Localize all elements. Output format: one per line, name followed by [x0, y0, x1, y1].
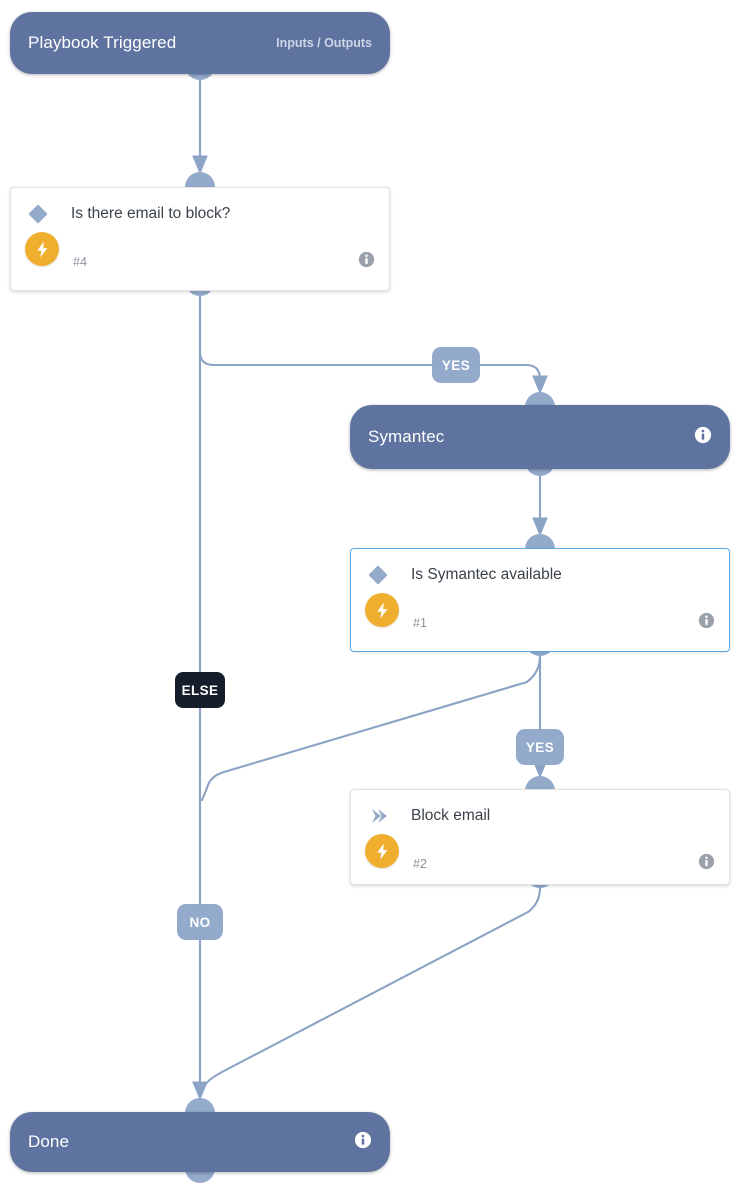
card-task-number: #1	[413, 616, 427, 630]
connector-label-no[interactable]: NO	[177, 904, 223, 940]
connector-label-else[interactable]: ELSE	[175, 672, 225, 708]
connector-label-yes-email[interactable]: YES	[432, 347, 480, 383]
port-symantec-in	[525, 392, 555, 407]
node-playbook-triggered[interactable]: Playbook Triggered Inputs / Outputs	[10, 12, 390, 74]
info-icon[interactable]	[694, 426, 712, 449]
lightning-bolt-icon	[25, 232, 59, 266]
info-icon[interactable]	[354, 1131, 372, 1154]
wire-yes-to-symantec	[478, 363, 548, 395]
symantec-title: Symantec	[368, 427, 445, 446]
port-condition-symantec-in	[525, 534, 555, 549]
lightning-bolt-icon	[365, 593, 399, 627]
inputs-outputs-link[interactable]: Inputs / Outputs	[276, 36, 372, 50]
card-footer-row: #1	[351, 593, 729, 645]
card-task-number: #2	[413, 857, 427, 871]
info-icon[interactable]	[358, 251, 375, 273]
node-block-email[interactable]: Block email #2	[350, 789, 730, 885]
card-header-row: Is there email to block?	[11, 188, 389, 240]
diamond-icon	[365, 562, 391, 588]
node-done[interactable]: Done	[10, 1112, 390, 1172]
port-condition-email-in	[185, 172, 215, 187]
port-block-email-in	[525, 776, 555, 791]
card-header-row: Block email	[351, 790, 729, 842]
card-footer-row: #2	[351, 834, 729, 886]
connector-label-text: NO	[189, 914, 211, 930]
card-title: Is Symantec available	[411, 566, 562, 583]
connector-label-yes-symantec[interactable]: YES	[516, 729, 564, 765]
card-footer-row: #4	[11, 232, 389, 284]
wire-condition-symantec-else	[200, 654, 542, 802]
wire-block-email-to-done	[203, 886, 542, 1087]
chevron-right-icon	[365, 803, 391, 829]
connector-label-text: ELSE	[181, 682, 219, 698]
info-icon[interactable]	[698, 853, 715, 875]
card-title: Is there email to block?	[71, 205, 231, 222]
node-is-there-email-to-block[interactable]: Is there email to block? #4	[10, 187, 390, 291]
card-task-number: #4	[73, 255, 87, 269]
wire-condition-email-yes	[198, 294, 434, 367]
port-done-in	[185, 1098, 215, 1113]
done-title: Done	[28, 1132, 70, 1151]
info-icon[interactable]	[698, 612, 715, 634]
diamond-icon	[25, 201, 51, 227]
node-symantec-section[interactable]: Symantec	[350, 405, 730, 469]
playbook-triggered-title: Playbook Triggered	[28, 33, 177, 52]
lightning-bolt-icon	[365, 834, 399, 868]
connector-label-text: YES	[525, 739, 555, 755]
node-is-symantec-available[interactable]: Is Symantec available #1	[350, 548, 730, 652]
card-header-row: Is Symantec available	[351, 549, 729, 601]
card-title: Block email	[411, 807, 491, 824]
connector-label-text: YES	[441, 357, 471, 373]
